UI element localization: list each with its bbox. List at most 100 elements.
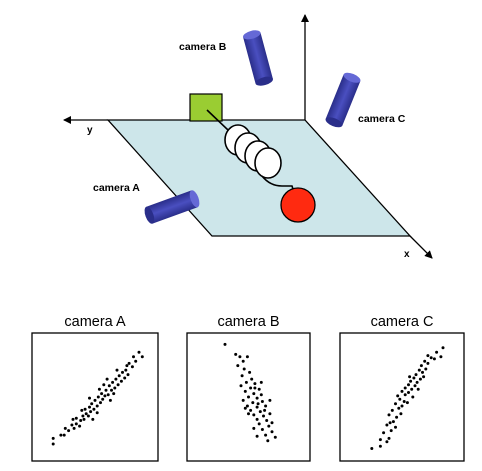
- scatter-point: [88, 396, 91, 400]
- scatter-point: [441, 346, 445, 350]
- anchor-block: [189, 93, 223, 122]
- scatter-point: [83, 407, 87, 411]
- scatter-point: [423, 359, 427, 363]
- scatter-point: [99, 401, 102, 405]
- scatter-point: [125, 364, 129, 368]
- scatter-point: [270, 430, 274, 434]
- scatter-point: [255, 434, 259, 438]
- scatter-point: [266, 439, 270, 443]
- scatter-point: [258, 410, 262, 414]
- scatter-point: [259, 380, 263, 384]
- scatter-point: [405, 401, 409, 405]
- scatter-point: [432, 357, 436, 361]
- scatter-point: [243, 389, 247, 393]
- camera-a-label: camera A: [93, 182, 140, 194]
- scatter-point: [257, 422, 261, 426]
- scatter-point: [63, 426, 67, 430]
- scatter-point: [239, 384, 243, 388]
- scatter-point: [117, 374, 121, 378]
- scatter-point: [245, 404, 249, 408]
- scatter-point: [124, 368, 128, 372]
- scatter-point: [426, 354, 430, 358]
- scatter-point: [89, 410, 93, 414]
- scatter-point: [81, 414, 85, 418]
- scatter-point: [78, 424, 82, 428]
- scatter-point: [74, 422, 78, 426]
- scatter-point: [409, 379, 413, 383]
- scatter-point: [244, 380, 248, 384]
- scatter-point: [264, 433, 268, 437]
- scatter-point: [241, 398, 245, 402]
- scatter-point: [123, 376, 127, 380]
- scatter-point: [416, 387, 420, 391]
- scatter-point: [418, 377, 422, 381]
- scatter-point: [51, 442, 55, 446]
- scatter-point: [413, 384, 417, 388]
- scatter-point: [273, 435, 277, 439]
- scatter-point: [382, 431, 386, 435]
- scatter-point: [417, 368, 421, 372]
- scatter-point: [134, 359, 138, 363]
- scatter-point: [388, 421, 392, 425]
- scatter-point: [422, 375, 426, 379]
- scatter-point: [400, 389, 404, 393]
- scatter-point: [394, 402, 397, 406]
- scatter-point: [103, 394, 107, 398]
- scatter-point: [140, 355, 144, 359]
- scatter-point: [106, 393, 110, 397]
- scatter-point: [435, 350, 439, 354]
- scatter-point: [249, 386, 253, 390]
- scatter-point: [242, 367, 246, 371]
- panel-frame: [339, 332, 465, 462]
- scatter-point: [414, 373, 418, 377]
- scatter-point: [121, 370, 124, 374]
- camera-b-label: camera B: [179, 41, 227, 53]
- scatter-point: [400, 404, 404, 408]
- scatter-point: [101, 397, 105, 401]
- scatter-point: [390, 408, 394, 412]
- scatter-point: [403, 393, 407, 397]
- scatter-point: [72, 426, 76, 430]
- scatter-point: [402, 400, 406, 403]
- scatter-point: [403, 386, 407, 390]
- scatter-point: [253, 386, 257, 390]
- scatter-point: [238, 355, 242, 359]
- scatter-point: [234, 352, 238, 356]
- scatter-point: [105, 377, 109, 381]
- scatter-point: [370, 447, 374, 450]
- scatter-point: [262, 414, 265, 418]
- scatter-point: [252, 426, 256, 430]
- scatter-point: [385, 440, 389, 444]
- scatter-point: [387, 436, 391, 440]
- scatter-point: [82, 417, 86, 421]
- scatter-point: [251, 401, 255, 405]
- scatter-point: [424, 367, 428, 371]
- scatter-point: [249, 408, 253, 412]
- scatter-point: [255, 417, 259, 421]
- scatter-point: [387, 413, 391, 417]
- scatter-point: [411, 395, 415, 399]
- scatter-point: [248, 370, 252, 374]
- scatter-point: [110, 388, 113, 392]
- camera-b-icon: [243, 30, 273, 86]
- x-axis-label: x: [404, 249, 410, 260]
- scatter-point: [90, 402, 94, 406]
- scatter-point: [59, 433, 63, 437]
- scatter-point: [119, 379, 123, 383]
- scatter-point: [407, 391, 410, 394]
- scatter-point: [132, 355, 135, 359]
- scatter-point: [396, 394, 400, 398]
- spring: [206, 109, 295, 193]
- camera-c-icon: [325, 72, 361, 128]
- scatter-point: [419, 364, 423, 368]
- scatter-point: [112, 392, 116, 396]
- scatter-point: [415, 380, 419, 384]
- scatter-point: [397, 406, 401, 410]
- scatter-point: [84, 412, 88, 416]
- scatter-point: [252, 392, 256, 396]
- scatter-point: [97, 387, 101, 391]
- y-axis-label: y: [87, 125, 93, 136]
- ball: [280, 187, 316, 223]
- scatter-point: [255, 405, 259, 409]
- x-axis: [409, 235, 433, 259]
